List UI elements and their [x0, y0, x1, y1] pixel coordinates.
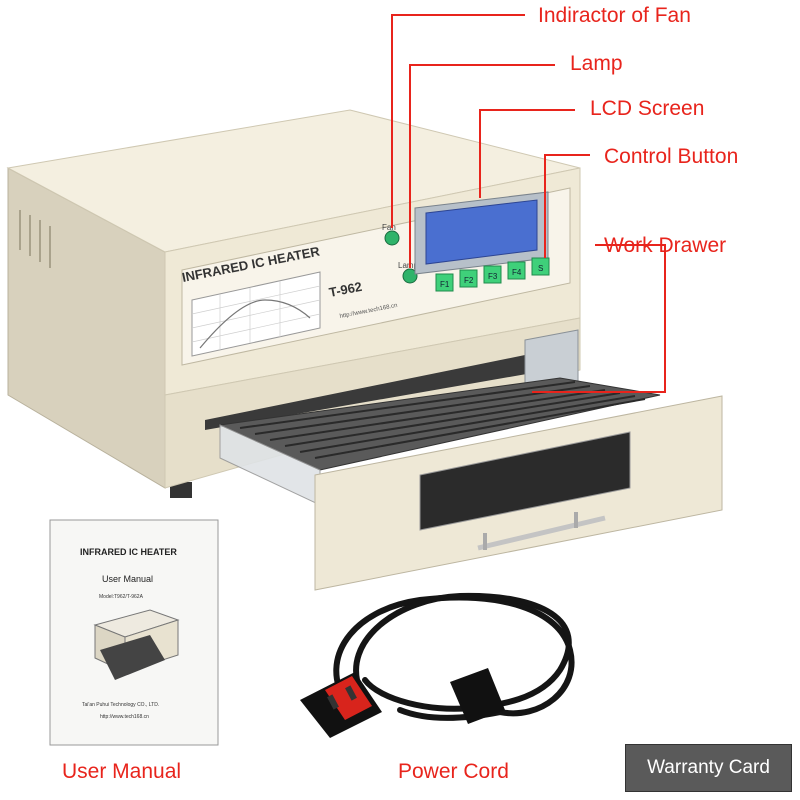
device-model: T-962 [328, 279, 364, 300]
drawer-window [419, 431, 631, 531]
side-vents [19, 210, 51, 268]
callout-line-lamp [409, 64, 555, 268]
iec-connector-body [450, 668, 505, 724]
button-f4-label: F4 [512, 268, 522, 277]
plug-pin-2 [345, 685, 357, 701]
drawer-cavity [205, 345, 578, 430]
lcd-screen [425, 199, 538, 265]
caption-power-cord: Power Cord [398, 760, 509, 783]
lamp-indicator-label: Lamp [398, 261, 419, 270]
uk-plug [300, 672, 382, 738]
fan-indicator-light [384, 230, 400, 246]
button-s-label: S [538, 264, 543, 273]
callout-line-lcd [479, 109, 575, 198]
callout-line-drawer [532, 244, 666, 393]
caption-warranty-card: Warranty Card [625, 744, 792, 792]
reflow-oven: INFRARED IC HEATER T-962 http://www.tech… [6, 109, 723, 591]
button-f1-label: F1 [440, 280, 450, 289]
button-s[interactable] [531, 257, 550, 276]
cord-loop-1 [333, 594, 575, 717]
button-f2[interactable] [459, 269, 478, 288]
button-f1[interactable] [435, 273, 454, 292]
button-f3-label: F3 [488, 272, 498, 281]
callout-line-buttons [544, 154, 590, 258]
callout-fan-indicator: Indiractor of Fan [538, 4, 691, 27]
callout-work-drawer: Work Drawer [604, 234, 727, 257]
drawer-handle[interactable] [477, 512, 606, 551]
plug-pin-1 [327, 694, 339, 710]
profile-curve [199, 299, 311, 349]
button-f2-label: F2 [464, 276, 474, 285]
button-f3[interactable] [483, 265, 502, 284]
manual-url: http://www.tech168.cn [100, 714, 149, 720]
callout-control-button: Control Button [604, 145, 739, 168]
lamp-indicator-light [402, 268, 418, 284]
caption-user-manual: User Manual [62, 760, 182, 783]
control-buttons: F1 F2 F3 F4 S [435, 257, 550, 292]
manual-company: Tai'an Puhui Technology CO., LTD. [82, 702, 159, 708]
callout-lamp: Lamp [570, 52, 623, 75]
manual-model: Model:T962/T-962A [99, 594, 144, 600]
button-f4[interactable] [507, 261, 526, 280]
iec-connector [450, 668, 505, 724]
fan-indicator-label: Fan [382, 223, 396, 232]
user-manual: INFRARED IC HEATER User Manual Model:T96… [49, 519, 219, 746]
plug-red-face [325, 676, 372, 720]
callout-lcd-screen: LCD Screen [590, 97, 705, 120]
cord-loop-2 [353, 592, 572, 711]
callout-line-fan [391, 14, 525, 228]
cord-loop-3 [362, 677, 473, 712]
manual-oven-drawer [100, 635, 165, 680]
oven-foot-front [170, 482, 192, 498]
manual-title: User Manual [102, 574, 153, 584]
callout-lines [391, 14, 666, 393]
tray-grill [239, 381, 646, 459]
manual-heading: INFRARED IC HEATER [80, 547, 177, 557]
